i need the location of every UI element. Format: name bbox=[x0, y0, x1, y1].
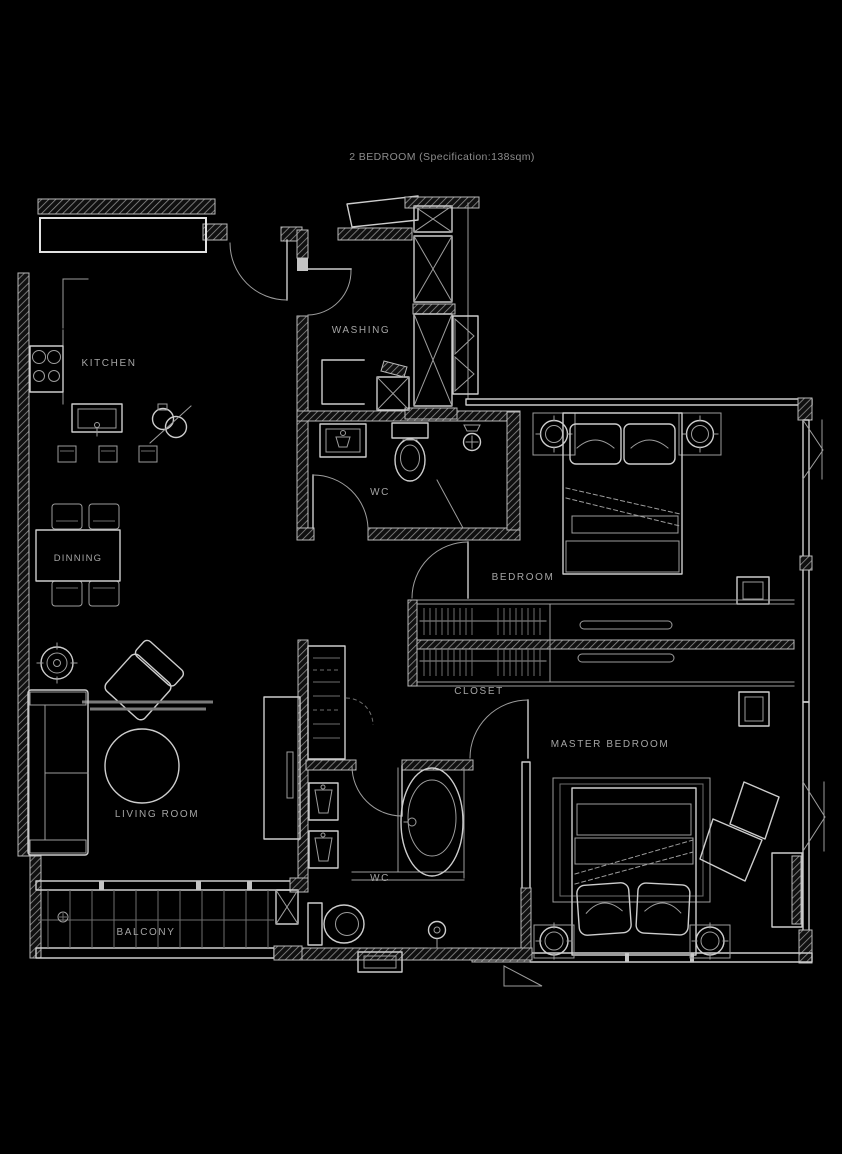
room-label-washing: WASHING bbox=[332, 325, 391, 336]
wc-upper-area: WC bbox=[319, 422, 482, 498]
stove-symbol bbox=[29, 345, 64, 393]
closet-shelf bbox=[579, 620, 673, 630]
louver-vent-symbol bbox=[452, 315, 479, 395]
storage-vanity-strip bbox=[307, 645, 346, 869]
living-room-area: LIVING ROOM bbox=[27, 639, 301, 856]
entry-door-leaf-2 bbox=[346, 195, 419, 228]
room-label-master-bedroom: MASTER BEDROOM bbox=[551, 739, 670, 750]
armchair-symbol bbox=[104, 639, 185, 721]
washing-door bbox=[307, 268, 352, 316]
bottom-casement-symbol bbox=[503, 965, 543, 987]
vanity-sink-symbol bbox=[308, 830, 339, 869]
column-symbol bbox=[275, 889, 299, 925]
room-label-balcony: BALCONY bbox=[117, 927, 176, 938]
master-bedroom-door bbox=[469, 699, 529, 759]
cabinet-door-swing bbox=[345, 697, 374, 726]
plan-title: 2 BEDROOM (Specification:138sqm) bbox=[349, 151, 535, 163]
shower-head-symbol bbox=[462, 424, 482, 452]
wc-upper-door bbox=[312, 474, 369, 529]
balcony-window-band bbox=[35, 880, 301, 891]
shower-screen bbox=[436, 479, 464, 529]
basin-symbol bbox=[319, 423, 367, 458]
room-label-dining: DINNING bbox=[54, 553, 103, 564]
room-label-kitchen: KITCHEN bbox=[81, 358, 136, 369]
vanity-sink-symbol bbox=[308, 782, 339, 821]
bed-symbol bbox=[562, 412, 683, 575]
wc-lower-door bbox=[351, 765, 403, 817]
closet-area: CLOSET bbox=[407, 599, 795, 697]
toilet-symbol bbox=[307, 902, 365, 946]
bedroom-window bbox=[802, 419, 810, 563]
toilet-symbol bbox=[391, 422, 429, 482]
hanger-rail bbox=[419, 648, 547, 676]
bedroom-area: BEDROOM bbox=[492, 412, 770, 727]
service-shafts bbox=[413, 205, 479, 407]
shelf-unit bbox=[307, 645, 346, 760]
room-label-closet: CLOSET bbox=[454, 686, 504, 697]
room-label-wc-upper: WC bbox=[370, 487, 390, 498]
kitchen-counter bbox=[39, 217, 207, 253]
balcony-tile-grid bbox=[38, 890, 274, 948]
coffee-table-symbol bbox=[104, 728, 180, 804]
bar-stools bbox=[57, 445, 158, 463]
bed-frame bbox=[552, 777, 711, 903]
master-bedroom-area: MASTER BEDROOM bbox=[533, 739, 803, 960]
room-label-bedroom: BEDROOM bbox=[492, 572, 555, 583]
balcony-area: BALCONY bbox=[38, 889, 299, 948]
entry-door bbox=[229, 239, 288, 301]
room-label-living: LIVING ROOM bbox=[115, 809, 199, 820]
master-bed-symbol bbox=[571, 787, 697, 956]
floor-drain-symbol bbox=[57, 911, 69, 923]
dining-table bbox=[35, 529, 121, 582]
laundry-counter bbox=[321, 359, 365, 405]
closet-shelf bbox=[577, 653, 675, 663]
dining-area: DINNING bbox=[35, 503, 121, 607]
nightstand-lamp-symbol bbox=[533, 922, 575, 960]
master-window bbox=[802, 701, 810, 933]
room-label-wc-lower: WC bbox=[370, 873, 390, 884]
bedroom-door bbox=[411, 541, 469, 599]
kitchen-area: KITCHEN bbox=[29, 217, 207, 463]
bathtub-symbol bbox=[400, 767, 464, 877]
wc-lower-area: WC bbox=[307, 767, 465, 973]
lounge-chair-symbol bbox=[699, 781, 780, 882]
sofa-symbol bbox=[27, 689, 89, 856]
doors bbox=[229, 239, 529, 817]
shower-head-symbol bbox=[427, 920, 447, 949]
washing-machine-symbol bbox=[376, 360, 410, 411]
nightstand-lamp-symbol bbox=[689, 922, 731, 960]
nightstand-lamp-symbol bbox=[532, 412, 576, 456]
structural-walls bbox=[17, 195, 826, 987]
door-threshold bbox=[357, 951, 403, 973]
nightstand-lamp-symbol bbox=[678, 412, 722, 456]
desk-stool bbox=[738, 691, 770, 727]
floor-lamp-symbol bbox=[36, 642, 78, 684]
kitchen-sink-symbol bbox=[71, 403, 123, 437]
master-casement-symbol bbox=[802, 781, 826, 852]
tv-cabinet-symbol bbox=[263, 696, 301, 840]
double-bowl-symbol bbox=[149, 403, 192, 444]
washing-area: WASHING bbox=[321, 325, 410, 411]
wall-cabinet bbox=[771, 852, 803, 928]
bedroom-casement-symbol bbox=[802, 419, 824, 480]
hanger-rail bbox=[419, 608, 547, 635]
